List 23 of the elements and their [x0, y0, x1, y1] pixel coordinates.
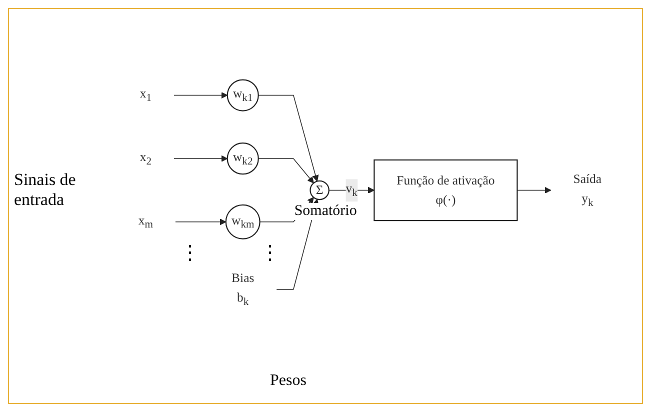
node-circle: Σ [310, 180, 330, 200]
arrow [175, 219, 226, 226]
node-text: x$_{2}$ [140, 150, 152, 168]
group-label: Sinais de entrada [14, 170, 77, 210]
arrow [258, 158, 314, 184]
arrow [174, 156, 228, 162]
group-label: Pesos [270, 372, 306, 390]
ellipsis-mark: ⋮ [180, 241, 200, 265]
node-caption: Somatório [292, 203, 359, 220]
arrow [174, 92, 228, 99]
node-circle: w$_{k2}$ [226, 142, 259, 176]
ellipsis-mark: ⋮ [260, 241, 280, 265]
node-circle: w$_{km}$ [225, 204, 260, 240]
node-text: Bias b$_{k}$ [232, 271, 254, 308]
node-text: x$_{1}$ [140, 86, 152, 104]
arrow [516, 187, 552, 194]
node-box: Função de ativação φ(·) [374, 160, 518, 222]
node-text: Saída y$_{k}$ [573, 172, 602, 209]
node-text: x$_{m}$ [138, 213, 154, 231]
arrow [328, 187, 374, 194]
node-circle: w$_{k1}$ [226, 80, 259, 112]
edge-label: v$_{k}$ [346, 182, 358, 200]
arrow [258, 95, 319, 182]
